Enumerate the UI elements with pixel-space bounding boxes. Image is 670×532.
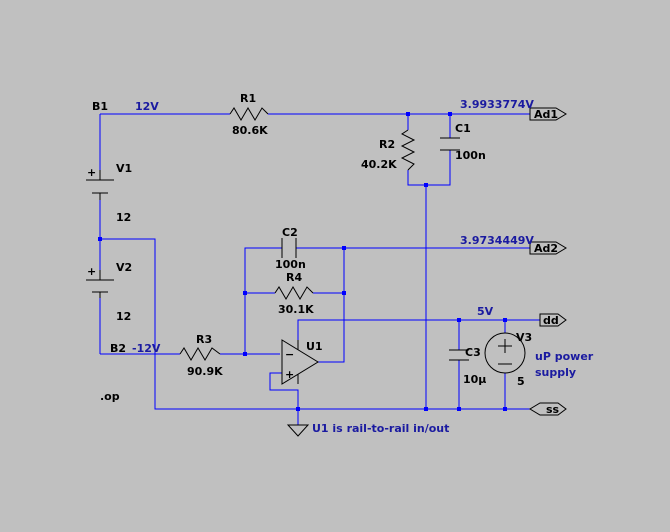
v3-source-symbol[interactable] [484, 332, 526, 374]
r3-symbol[interactable] [179, 347, 221, 361]
junction-dot [243, 291, 247, 295]
svg-text:+: + [87, 265, 96, 278]
c2-symbol[interactable] [281, 238, 297, 258]
wire-fb-right-output [318, 248, 345, 363]
wire-fb-left [244, 247, 282, 354]
port-dd[interactable]: dd [539, 313, 567, 327]
c2-name: C2 [282, 226, 298, 239]
port-ad1-label: Ad1 [534, 108, 558, 121]
net-label-12v: 12V [135, 100, 159, 113]
r4-name: R4 [286, 271, 302, 284]
junction-dot [342, 246, 346, 250]
op-directive[interactable]: .op [100, 390, 120, 403]
wires [99, 113, 540, 425]
wire-opamp-dd [297, 319, 540, 340]
junction-dot [448, 112, 452, 116]
v2-name: V2 [116, 261, 132, 274]
r3-name: R3 [196, 333, 212, 346]
c1-value: 100n [455, 149, 486, 162]
junction-dot [424, 407, 428, 411]
svg-text:+: + [285, 368, 294, 381]
svg-text:+: + [87, 166, 96, 179]
net-label-neg12v: -12V [132, 342, 161, 355]
junction-dot [457, 318, 461, 322]
junctions [98, 112, 507, 411]
v1-name: V1 [116, 162, 132, 175]
junction-dot [243, 352, 247, 356]
supply-annotation-line1: uP power [535, 350, 594, 363]
c3-symbol[interactable] [449, 349, 469, 361]
port-ad1[interactable]: Ad1 [529, 107, 567, 121]
svg-text:−: − [285, 348, 294, 361]
r1-value: 80.6K [232, 124, 268, 137]
r2-symbol[interactable] [400, 129, 416, 171]
c3-value: 10µ [463, 373, 486, 386]
wire-r2-c1-bottom [407, 150, 451, 186]
junction-dot [503, 318, 507, 322]
r4-symbol[interactable] [274, 286, 314, 300]
wire-midpoint-ss [100, 238, 530, 410]
v1-value: 12 [116, 211, 131, 224]
r2-value: 40.2K [361, 158, 397, 171]
net-label-5v: 5V [477, 305, 494, 318]
supply-annotation-line2: supply [535, 366, 576, 379]
u1-opamp-symbol[interactable]: − + [281, 339, 319, 385]
port-ss-label: ss [546, 403, 560, 416]
r4-value: 30.1K [278, 303, 314, 316]
net-label-b1: B1 [92, 100, 108, 113]
junction-dot [98, 237, 102, 241]
r1-symbol[interactable] [229, 107, 269, 121]
r2-name: R2 [379, 138, 395, 151]
junction-dot [457, 407, 461, 411]
junction-dot [296, 407, 300, 411]
junction-dot [424, 183, 428, 187]
c2-value: 100n [275, 258, 306, 271]
rail-to-rail-note: U1 is rail-to-rail in/out [312, 422, 449, 435]
wire-noninv-ss [269, 372, 299, 409]
c3-name: C3 [465, 346, 481, 359]
r3-value: 90.9K [187, 365, 223, 378]
ad1-voltage-readout: 3.9933774V [460, 98, 534, 111]
junction-dot [406, 112, 410, 116]
v1-battery-symbol[interactable]: + [86, 166, 114, 200]
ground-symbol [286, 424, 310, 437]
junction-dot [342, 291, 346, 295]
r1-name: R1 [240, 92, 256, 105]
net-label-b2: B2 [110, 342, 126, 355]
junction-dot [503, 407, 507, 411]
c1-symbol[interactable] [440, 137, 460, 151]
v2-battery-symbol[interactable]: + [86, 265, 114, 298]
v3-value: 5 [517, 375, 525, 388]
v3-name: V3 [516, 331, 532, 344]
port-ad2-label: Ad2 [534, 242, 558, 255]
port-dd-label: dd [543, 314, 559, 327]
port-ss[interactable]: ss [529, 402, 567, 416]
v2-value: 12 [116, 310, 131, 323]
c1-name: C1 [455, 122, 471, 135]
u1-name: U1 [306, 340, 323, 353]
port-ad2[interactable]: Ad2 [529, 241, 567, 255]
ad2-voltage-readout: 3.9734449V [460, 234, 534, 247]
